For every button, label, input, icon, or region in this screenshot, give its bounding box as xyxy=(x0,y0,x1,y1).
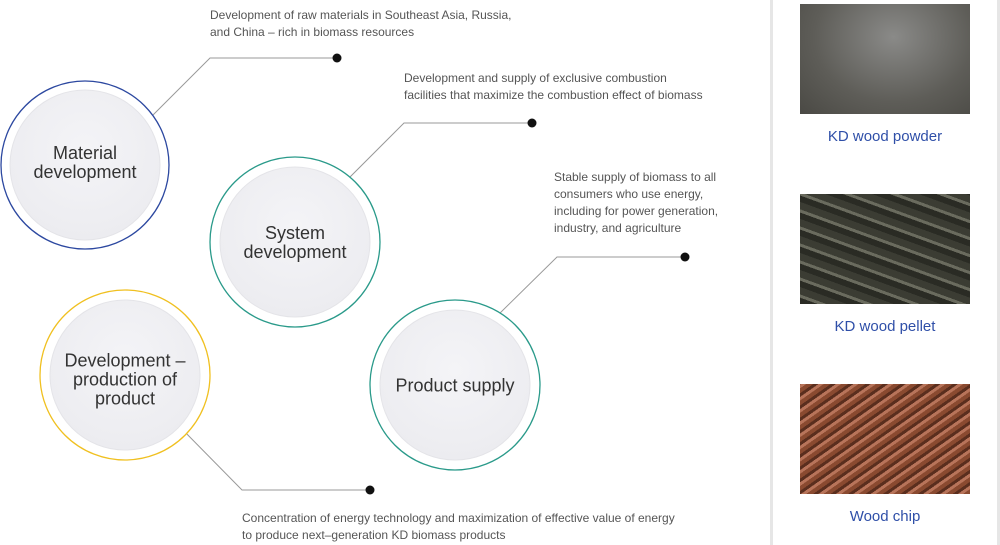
product-wood-powder: KD wood powder xyxy=(800,4,970,145)
diagram-graphics xyxy=(0,53,690,495)
circle-system xyxy=(209,156,381,328)
divider xyxy=(770,0,773,545)
connector-material xyxy=(147,57,337,121)
dot-product xyxy=(680,252,690,262)
description-product: Stable supply of biomass to all consumer… xyxy=(554,170,719,235)
dot-system xyxy=(527,118,537,128)
circle-title-product: Product supply xyxy=(395,375,515,396)
circle-material xyxy=(0,80,170,250)
product-label: KD wood pellet xyxy=(834,318,936,335)
circle-title-development: Development – production of product xyxy=(64,350,186,409)
description-material: Development of raw materials in Southeas… xyxy=(210,8,512,39)
circle-development xyxy=(39,289,211,461)
description-system: Development and supply of exclusive comb… xyxy=(404,71,703,102)
connector-product xyxy=(494,256,685,319)
wood-chip-image xyxy=(800,384,970,494)
circle-title-material: Material development xyxy=(33,143,137,182)
connector-development xyxy=(177,424,370,491)
product-wood-pellet: KD wood pellet xyxy=(800,194,970,335)
connector-system xyxy=(341,122,532,186)
wood-pellet-image xyxy=(800,194,970,304)
wood-powder-image xyxy=(800,4,970,114)
dot-development xyxy=(365,485,375,495)
circle-product xyxy=(369,299,541,471)
dot-material xyxy=(332,53,342,63)
product-wood-chip: Wood chip xyxy=(800,384,970,525)
product-label: KD wood powder xyxy=(827,128,943,145)
description-development: Concentration of energy technology and m… xyxy=(242,511,675,542)
circle-title-system: System development xyxy=(243,223,347,262)
product-label: Wood chip xyxy=(849,508,921,525)
divider xyxy=(997,0,1000,545)
